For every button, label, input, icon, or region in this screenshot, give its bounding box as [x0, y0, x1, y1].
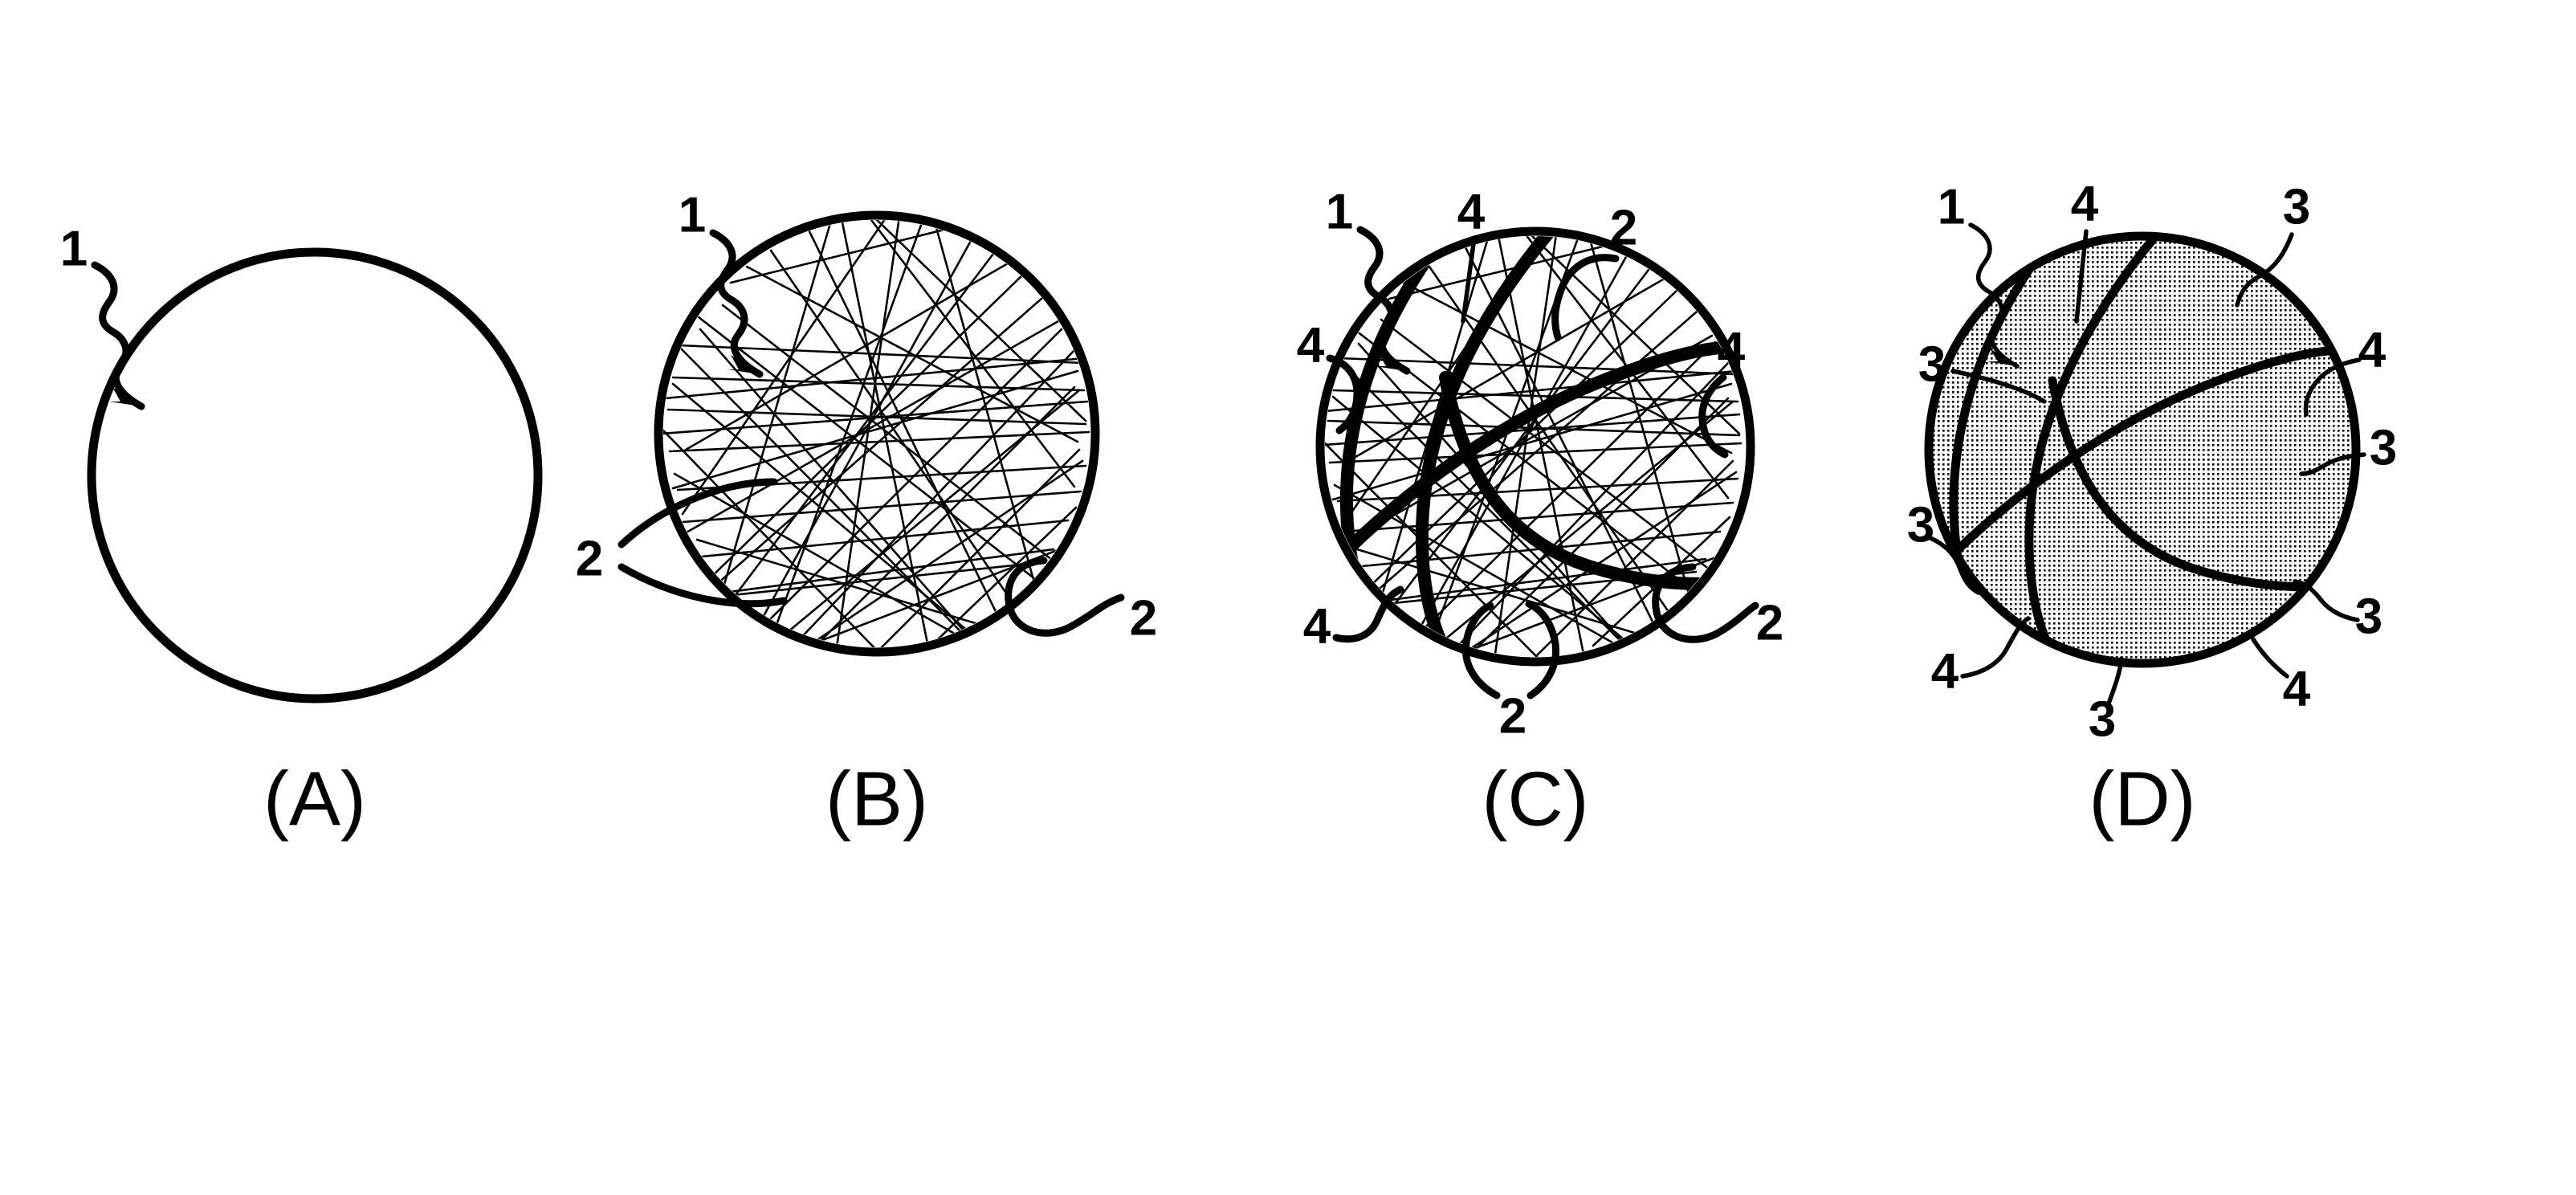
- panel-c-leader-1-squiggle: [1356, 226, 1411, 375]
- panel-c-caption: (C): [1482, 756, 1588, 842]
- panel-c-ref-2-lowerright: 2: [1756, 595, 1783, 651]
- panel-d-ball-stipple-fill: [1929, 236, 2356, 663]
- panel-c-seam-diagonal: [1328, 340, 1746, 569]
- panel-c-callout-4-left: 4: [1297, 317, 1361, 434]
- panel-c-callout-2-top: 2: [1551, 200, 1637, 341]
- panel-d-ref-4-top: 4: [2071, 176, 2099, 231]
- panel-a-leader-1-arrowhead: [109, 387, 141, 406]
- panel-d-ref-3-right: 3: [2370, 420, 2397, 475]
- panel-d-callout-3-topright: 3: [2235, 179, 2310, 308]
- panel-d-ball-outline: [1924, 231, 2361, 668]
- panel-d-callout-4-lowerleft: 4: [1931, 616, 2031, 699]
- panel-a-ref-1: 1: [60, 221, 88, 276]
- panel-c-leader-2-bottom-left: [1461, 602, 1501, 699]
- panel-a-ball-outline: [87, 247, 543, 704]
- panel-d-ref-3-bottom: 3: [2089, 691, 2116, 747]
- panel-c-leader-2-top: [1551, 254, 1620, 341]
- panel-c-leader-1-arrowhead: [1375, 352, 1407, 371]
- panel-c-leader-2-lowerright: [1652, 563, 1759, 643]
- panel-c-ref-4-lowerleft: 4: [1303, 598, 1331, 654]
- panel-d-leader-1-arrowhead: [1987, 349, 2017, 366]
- panel-c-callout-4-right: 4: [1698, 322, 1746, 459]
- panel-c-leader-4-top: [1461, 235, 1477, 324]
- panel-c-leader-4-right: [1698, 373, 1729, 459]
- panel-d-callout-3-bottom: 3: [2089, 656, 2124, 747]
- panel-b-ball-outline: [654, 210, 1100, 657]
- panel-d-leader-3-right: [2299, 452, 2366, 476]
- panel-d-leader-4-lowerleft: [1960, 616, 2031, 679]
- panel-c: 1 4 2 4 4: [1297, 184, 1783, 744]
- panel-c-ref-4-left: 4: [1297, 317, 1325, 373]
- panel-a-caption: (A): [263, 756, 366, 842]
- panel-c-callout-2-bottom: 2: [1461, 600, 1559, 744]
- panel-d-ref-4-bottomright: 4: [2283, 661, 2311, 716]
- panel-b-ref-2-left: 2: [576, 531, 603, 586]
- panel-c-ref-4-right: 4: [1718, 322, 1746, 377]
- panel-d-leader-3-leftlower: [1928, 536, 1981, 595]
- panel-d-leader-4-bottomright: [2251, 637, 2289, 679]
- panel-a-leader-1-squiggle: [91, 261, 145, 410]
- panel-c-callout-2-lowerright: 2: [1652, 563, 1783, 651]
- panel-b-leader-2r-hook: [1005, 557, 1125, 637]
- panel-b-caption: (B): [825, 756, 928, 842]
- panel-c-ref-2-top: 2: [1610, 200, 1637, 255]
- panel-d-callout-3-leftupper: 3: [1918, 336, 2047, 404]
- panel-c-leader-4-lowerleft: [1332, 585, 1404, 643]
- panel-c-callout-1: 1: [1326, 184, 1411, 375]
- panel-a-ball-fill: [92, 252, 538, 699]
- panel-b-leader-1-arrowhead: [728, 355, 760, 374]
- panel-c-callout-4-lowerleft: 4: [1303, 585, 1404, 654]
- panel-d-callout-3-leftlower: 3: [1907, 497, 1981, 595]
- panel-d-callout-4-top: 4: [2071, 176, 2099, 324]
- panel-d-ref-4-lowerleft: 4: [1931, 643, 1959, 699]
- panel-c-ref-4-top: 4: [1457, 184, 1486, 239]
- panel-b-callout-2-right: 2: [1005, 557, 1157, 646]
- panel-d-leader-3-bottom: [2106, 656, 2124, 706]
- panel-d-callout-1: 1: [1938, 179, 2020, 369]
- panel-c-callout-4-top: 4: [1457, 184, 1486, 324]
- panel-b-callout-2-left: 2: [576, 478, 788, 608]
- panel-d-callout-3-lowerright: 3: [2293, 579, 2382, 644]
- panel-b-leader-2l-lower: [618, 563, 788, 608]
- panel-c-seam-vertical-left: [1415, 236, 1556, 657]
- panel-b-leader-1-squiggle: [709, 229, 764, 378]
- panel-b-ref-1: 1: [679, 187, 706, 243]
- panel-b-ref-2-right: 2: [1130, 590, 1157, 646]
- panel-d-leader-3-lowerright: [2293, 579, 2360, 622]
- panel-d-ref-4-right: 4: [2358, 322, 2386, 377]
- panel-c-windings: [1325, 236, 1742, 657]
- panel-d-leader-1-squiggle: [1968, 222, 2020, 369]
- panel-d-callout-4-right: 4: [2303, 322, 2386, 417]
- panel-d-leader-4-right: [2303, 357, 2362, 417]
- panel-b-windings: [663, 220, 1090, 647]
- panel-c-ref-2-bottom: 2: [1499, 688, 1526, 744]
- panel-c-ball-outline: [1315, 226, 1755, 667]
- panel-c-ref-1: 1: [1326, 184, 1353, 239]
- panel-d-callout-4-bottomright: 4: [2251, 637, 2311, 716]
- panel-b: 1 2 2: [576, 187, 1157, 657]
- panel-d-seam-vertical-left: [2024, 239, 2162, 660]
- panel-a-callout-1: 1: [60, 221, 145, 410]
- panel-d-ref-3-lowerright: 3: [2355, 589, 2382, 644]
- panel-d-leader-3-leftupper: [1950, 369, 2047, 404]
- panel-d-leader-4-top: [2074, 229, 2089, 324]
- panel-d-ref-3-leftlower: 3: [1907, 497, 1934, 553]
- panel-c-leader-2-bottom-right: [1525, 600, 1559, 699]
- panel-d-ref-1: 1: [1938, 179, 1965, 235]
- panel-d-callout-3-right: 3: [2299, 420, 2397, 476]
- panel-b-leader-2l-upper: [618, 478, 778, 549]
- panel-b-callout-1: 1: [679, 187, 764, 378]
- panel-d-leader-3-topright: [2235, 232, 2294, 308]
- panel-d-seam-diagonal: [1937, 345, 2353, 570]
- panel-d: 1 4 3 4 3: [1907, 176, 2397, 747]
- panel-a: 1: [60, 221, 543, 704]
- panel-c-leader-4-left: [1326, 354, 1361, 434]
- panel-d-caption: (D): [2089, 756, 2195, 842]
- panel-d-ref-3-topright: 3: [2283, 179, 2310, 235]
- panel-d-ref-3-leftupper: 3: [1918, 336, 1946, 392]
